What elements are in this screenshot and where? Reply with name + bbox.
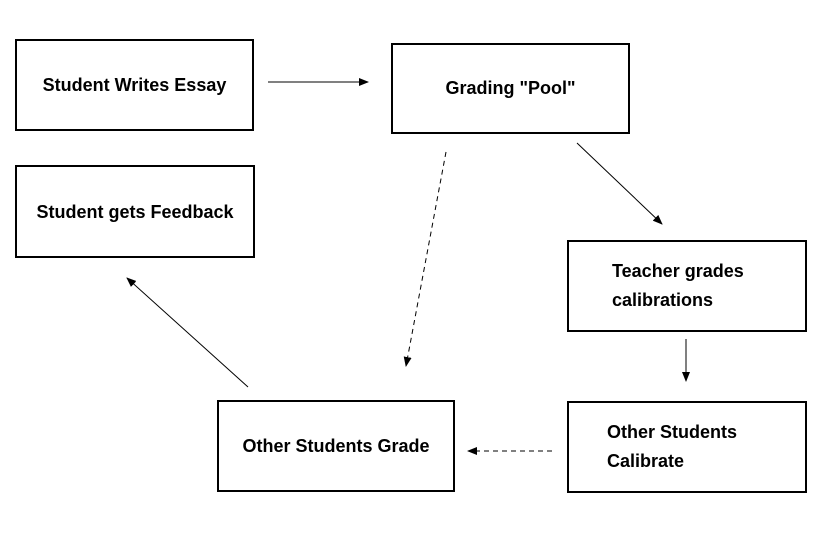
node-label: Teacher grades calibrations: [612, 261, 744, 310]
edge-grade-to-feedback: [126, 277, 249, 388]
node-label: Other Students Grade: [242, 435, 430, 456]
edge-pool-to-grade: [403, 151, 447, 367]
node-label: Other Students Calibrate: [607, 422, 738, 471]
node-other-students-grade: Other Students Grade: [217, 400, 455, 492]
node-student-writes-essay: Student Writes Essay: [15, 39, 254, 131]
node-label: Grading "Pool": [445, 78, 576, 98]
node-label: Student gets Feedback: [36, 202, 234, 222]
node-label: Student Writes Essay: [42, 74, 227, 95]
node-teacher-grades-calibrations: Teacher grades calibrations: [567, 240, 807, 332]
node-grading-pool: Grading "Pool": [391, 43, 630, 134]
node-student-gets-feedback: Student gets Feedback: [15, 165, 255, 258]
edge-pool-to-teacher: [576, 142, 663, 225]
node-other-students-calibrate: Other Students Calibrate: [567, 401, 807, 493]
